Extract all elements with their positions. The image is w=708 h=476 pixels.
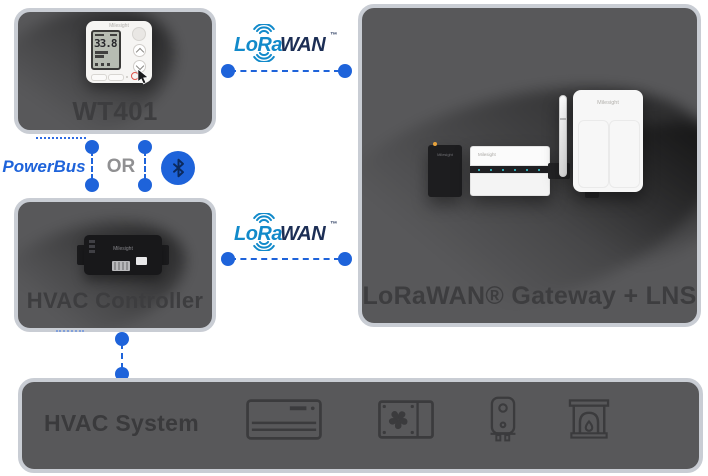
gateway-top-panel bbox=[470, 146, 550, 166]
lcd-status-row bbox=[95, 34, 117, 36]
thermostat-key-right bbox=[108, 74, 124, 81]
poe-injector-device: Milesight bbox=[428, 145, 462, 197]
lora-wordmark: LoRa bbox=[234, 34, 282, 56]
thermostat-key-left bbox=[91, 74, 107, 81]
hvac-system-box: HVAC System bbox=[18, 378, 703, 473]
connector-dot bbox=[138, 178, 152, 192]
connector-dot bbox=[221, 64, 235, 78]
mounting-tab bbox=[160, 245, 169, 265]
terminal-pin bbox=[89, 240, 95, 243]
outdoor-gateway-device: Milesight bbox=[573, 90, 643, 192]
dashed-link-top bbox=[230, 70, 340, 72]
or-label: OR bbox=[106, 156, 136, 177]
led-strip bbox=[470, 166, 550, 173]
trademark-symbol: ™ bbox=[330, 32, 337, 39]
gateway-bottom-panel bbox=[470, 173, 550, 196]
wt401-label: WT401 bbox=[72, 96, 158, 126]
brand-logo: Milesight bbox=[437, 152, 453, 157]
connector-dot bbox=[115, 332, 129, 346]
trademark-symbol: ™ bbox=[330, 221, 337, 228]
mounting-tab bbox=[77, 245, 86, 265]
fine-dotted-lead bbox=[56, 330, 84, 332]
terminal-pin bbox=[89, 250, 95, 253]
gateway-panel-right bbox=[609, 120, 640, 188]
brand-logo: Milesight bbox=[113, 246, 133, 252]
dashed-link-bottom bbox=[121, 343, 123, 369]
terminal-block bbox=[112, 261, 130, 271]
radio-waves-icon bbox=[253, 213, 275, 251]
indicator-dot bbox=[126, 76, 128, 78]
up-button bbox=[133, 44, 146, 57]
connector-dot bbox=[85, 140, 99, 154]
device-label-sticker bbox=[136, 257, 147, 265]
lorawan-logo: LoRa WAN ™ bbox=[234, 213, 337, 251]
wt401-box: Milesight 33.8 bbox=[14, 8, 216, 134]
connector-dot bbox=[138, 140, 152, 154]
chevron-up-icon bbox=[135, 47, 144, 56]
connector-dot bbox=[338, 252, 352, 266]
gateway-mount-foot bbox=[585, 188, 599, 198]
hvac-controller-box: Milesight HVAC Controller bbox=[14, 198, 216, 332]
brand-logo: Milesight bbox=[109, 23, 129, 29]
thermostat-top-button bbox=[132, 27, 146, 41]
wan-wordmark: WAN bbox=[280, 34, 326, 56]
lcd-temperature: 33.8 bbox=[94, 37, 118, 50]
lorawan-logo: LoRa WAN ™ bbox=[234, 24, 337, 62]
bluetooth-icon bbox=[172, 158, 184, 178]
thermostat-screen: 33.8 bbox=[91, 30, 121, 70]
brand-logo: Milesight bbox=[597, 100, 619, 106]
connector-dot bbox=[221, 252, 235, 266]
fan-unit-icon bbox=[378, 400, 434, 439]
hvac-controller-device: Milesight bbox=[77, 233, 169, 277]
wan-wordmark: WAN bbox=[280, 223, 326, 245]
water-heater-icon bbox=[487, 396, 519, 444]
dashed-link-bluetooth bbox=[144, 150, 146, 180]
connector-dot bbox=[338, 64, 352, 78]
lora-wordmark: LoRa bbox=[234, 223, 282, 245]
bluetooth-badge bbox=[161, 151, 195, 185]
fireplace-icon bbox=[568, 399, 610, 439]
terminal-pin bbox=[89, 245, 95, 248]
fine-dotted-lead bbox=[36, 137, 86, 139]
antenna bbox=[559, 95, 567, 177]
connector-dot bbox=[115, 367, 129, 381]
dashed-link-powerbus bbox=[91, 150, 93, 180]
radio-waves-icon bbox=[253, 24, 275, 62]
indoor-gateway-device: Milesight bbox=[470, 146, 550, 196]
gateway-panel-left bbox=[578, 120, 609, 188]
hvac-controller-label: HVAC Controller bbox=[26, 288, 204, 313]
powerbus-label: PowerBus bbox=[2, 157, 86, 176]
air-conditioner-icon bbox=[246, 399, 322, 440]
dashed-link-mid bbox=[230, 258, 340, 260]
gateway-box: Milesight Milesight Milesight LoRaWAN® G… bbox=[358, 4, 701, 327]
status-led bbox=[433, 142, 437, 146]
controller-body: Milesight bbox=[84, 235, 162, 275]
cursor-icon bbox=[137, 68, 150, 85]
thermostat-device: Milesight 33.8 bbox=[86, 21, 152, 85]
connector-dot bbox=[85, 178, 99, 192]
hvac-system-label: HVAC System bbox=[44, 410, 199, 436]
brand-logo: Milesight bbox=[478, 152, 496, 157]
gateway-label: LoRaWAN® Gateway + LNS bbox=[362, 282, 697, 310]
